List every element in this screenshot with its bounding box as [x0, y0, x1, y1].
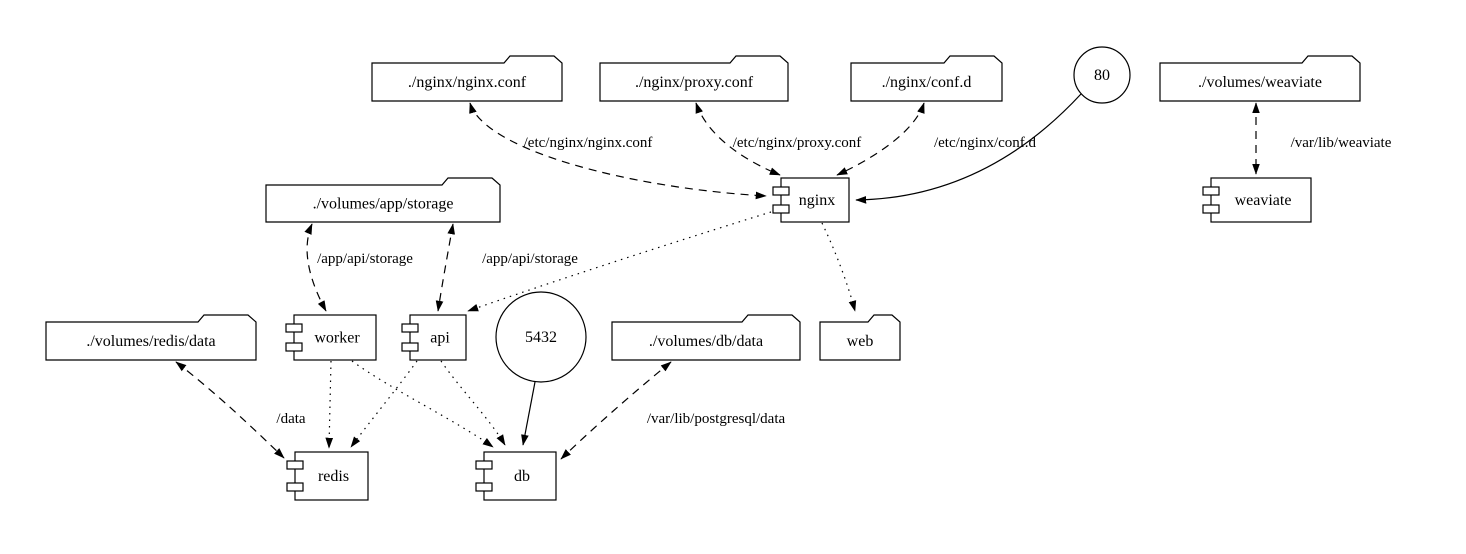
component-tab-icon	[475, 460, 493, 470]
component-body	[483, 451, 557, 501]
node-weaviate-volume: ./volumes/weaviate	[1159, 55, 1361, 102]
folder-shape	[1159, 55, 1361, 102]
folder-shape	[599, 55, 789, 102]
edges-layer	[175, 93, 1260, 460]
edge-proxy-conf-volume-to-nginx-service	[695, 102, 781, 176]
edge-app-storage-volume-to-api-service	[435, 223, 455, 312]
node-label-nginx-service: nginx	[799, 192, 835, 209]
component-tab-icon	[286, 482, 304, 492]
component-tab-icon	[285, 342, 303, 352]
node-label-db-service: db	[514, 468, 530, 485]
edge-api-service-to-redis-service	[350, 360, 418, 448]
node-label-weaviate-volume: ./volumes/weaviate	[1198, 74, 1322, 91]
edge-app-storage-volume-to-worker-service	[304, 223, 327, 312]
node-label-redis-service: redis	[318, 468, 349, 485]
edge-port-80-to-nginx-service	[855, 93, 1082, 204]
component-tab-icon	[286, 460, 304, 470]
folder-shape	[265, 177, 501, 223]
component-body	[293, 314, 377, 361]
node-confd-volume: ./nginx/conf.d	[850, 55, 1003, 102]
edge-db-data-volume-to-db-service	[560, 361, 672, 460]
node-label-confd-volume: ./nginx/conf.d	[882, 74, 972, 91]
edge-label-mount-proxy-conf: /etc/nginx/proxy.conf	[733, 135, 862, 151]
folder-shape	[819, 314, 901, 361]
edge-nginx-service-to-api-service	[467, 211, 772, 312]
component-body	[409, 314, 467, 361]
edge-label-mount-api-storage: /app/api/storage	[482, 251, 578, 267]
node-redis-service: redis	[286, 451, 369, 501]
folder-shape	[371, 55, 563, 102]
node-label-port-5432: 5432	[525, 329, 557, 346]
edge-label-mount-confd: /etc/nginx/conf.d	[934, 135, 1037, 151]
node-port-80: 80	[1073, 46, 1131, 104]
node-label-db-data-volume: ./volumes/db/data	[649, 333, 763, 350]
node-label-port-80: 80	[1094, 67, 1110, 84]
folder-shape	[850, 55, 1003, 102]
node-api-service: api	[401, 314, 467, 361]
node-redis-data-volume: ./volumes/redis/data	[45, 314, 257, 361]
edge-worker-service-to-redis-service	[325, 360, 334, 449]
component-tab-icon	[475, 482, 493, 492]
node-weaviate-service: weaviate	[1202, 177, 1312, 223]
node-app-storage-volume: ./volumes/app/storage	[265, 177, 501, 223]
edge-nginx-service-to-web-network	[821, 222, 857, 312]
edge-label-mount-db-data: /var/lib/postgresql/data	[647, 411, 786, 427]
edge-confd-volume-to-nginx-service	[836, 102, 925, 176]
node-label-redis-data-volume: ./volumes/redis/data	[86, 333, 215, 350]
folder-shape	[611, 314, 801, 361]
node-label-web-network: web	[847, 333, 874, 350]
component-tab-icon	[1202, 204, 1220, 214]
edge-label-mount-nginx-conf: /etc/nginx/nginx.conf	[524, 135, 653, 151]
node-web-network: web	[819, 314, 901, 361]
node-proxy-conf-volume: ./nginx/proxy.conf	[599, 55, 789, 102]
node-db-data-volume: ./volumes/db/data	[611, 314, 801, 361]
node-nginx-conf-volume: ./nginx/nginx.conf	[371, 55, 563, 102]
component-tab-icon	[772, 204, 790, 214]
node-label-worker-service: worker	[314, 330, 360, 347]
folder-shape	[45, 314, 257, 361]
component-body	[294, 451, 369, 501]
edge-labels-layer: /etc/nginx/nginx.conf/etc/nginx/proxy.co…	[276, 135, 1391, 427]
edge-label-mount-weaviate: /var/lib/weaviate	[1291, 135, 1392, 151]
node-label-proxy-conf-volume: ./nginx/proxy.conf	[635, 74, 754, 91]
component-tab-icon	[401, 323, 419, 333]
component-tab-icon	[772, 186, 790, 196]
component-tab-icon	[285, 323, 303, 333]
component-tab-icon	[401, 342, 419, 352]
node-db-service: db	[475, 451, 557, 501]
node-label-api-service: api	[430, 330, 450, 347]
node-nginx-service: nginx	[772, 177, 850, 223]
node-port-5432: 5432	[495, 291, 587, 383]
node-worker-service: worker	[285, 314, 377, 361]
edge-port-5432-to-db-service	[521, 381, 536, 446]
node-label-weaviate-service: weaviate	[1235, 192, 1292, 209]
edge-api-service-to-db-service	[440, 360, 506, 446]
node-label-nginx-conf-volume: ./nginx/nginx.conf	[408, 74, 527, 91]
edge-redis-data-volume-to-redis-service	[175, 361, 285, 459]
edge-label-mount-worker-storage: /app/api/storage	[317, 251, 413, 267]
port-circle-shape	[1073, 46, 1131, 104]
component-tab-icon	[1202, 186, 1220, 196]
component-body	[780, 177, 850, 223]
node-label-app-storage-volume: ./volumes/app/storage	[313, 196, 454, 213]
port-circle-shape	[495, 291, 587, 383]
edge-worker-service-to-db-service	[351, 360, 494, 448]
edge-label-mount-redis-data: /data	[276, 411, 305, 427]
nodes-layer: ./nginx/nginx.conf ./nginx/proxy.conf ./ng…	[45, 46, 1361, 501]
component-body	[1210, 177, 1312, 223]
